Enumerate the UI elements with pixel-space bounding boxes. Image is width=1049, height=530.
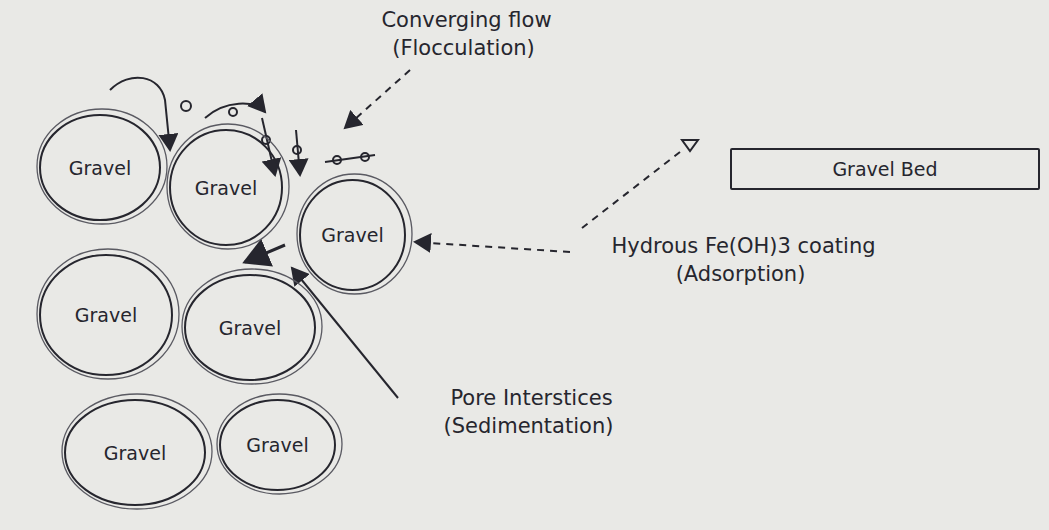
leader-line <box>345 70 410 128</box>
callout-text: Converging flow (Flocculation) <box>378 8 551 60</box>
gravel-label: Gravel <box>219 317 281 339</box>
gravel-particle: Gravel <box>295 175 410 295</box>
flow-arrow <box>110 78 170 150</box>
gravel-particle: Gravel <box>35 250 177 380</box>
leader-line <box>582 152 680 228</box>
gravel-particle: Gravel <box>165 125 287 250</box>
gravel-particle: Gravel <box>60 395 210 510</box>
gravel-label: Gravel <box>321 224 383 246</box>
gravel-particle: Gravel <box>215 395 340 495</box>
gravel-label: Gravel <box>104 442 166 464</box>
bed-label: Gravel Bed <box>832 158 937 180</box>
gravel-label: Gravel <box>195 177 257 199</box>
callout-text: Hydrous Fe(OH)3 coating (Adsorption) <box>608 234 875 286</box>
gravel-label: Gravel <box>69 157 131 179</box>
callout-label: Hydrous Fe(OH)3 coating (Adsorption) <box>572 232 912 289</box>
flow-dot <box>293 146 301 154</box>
flow-dot <box>181 101 191 111</box>
gravel-bed-box: Gravel Bed <box>730 148 1040 190</box>
gravel-particle: Gravel <box>35 110 165 225</box>
callout-label: Converging flow (Flocculation) <box>330 6 600 63</box>
callout-label: Pore Interstices (Sedimentation) <box>395 384 665 441</box>
flow-arrow <box>245 245 285 262</box>
gravel-particle: Gravel <box>180 270 320 385</box>
leader-line <box>415 242 570 252</box>
callout-text: Pore Interstices (Sedimentation) <box>444 386 617 438</box>
flow-dot <box>361 153 369 161</box>
gravel-label: Gravel <box>246 434 308 456</box>
flow-dot <box>333 156 341 164</box>
flow-arrow <box>205 104 265 118</box>
water-level-symbol <box>682 140 698 151</box>
flow-dot <box>229 108 237 116</box>
gravel-label: Gravel <box>75 304 137 326</box>
